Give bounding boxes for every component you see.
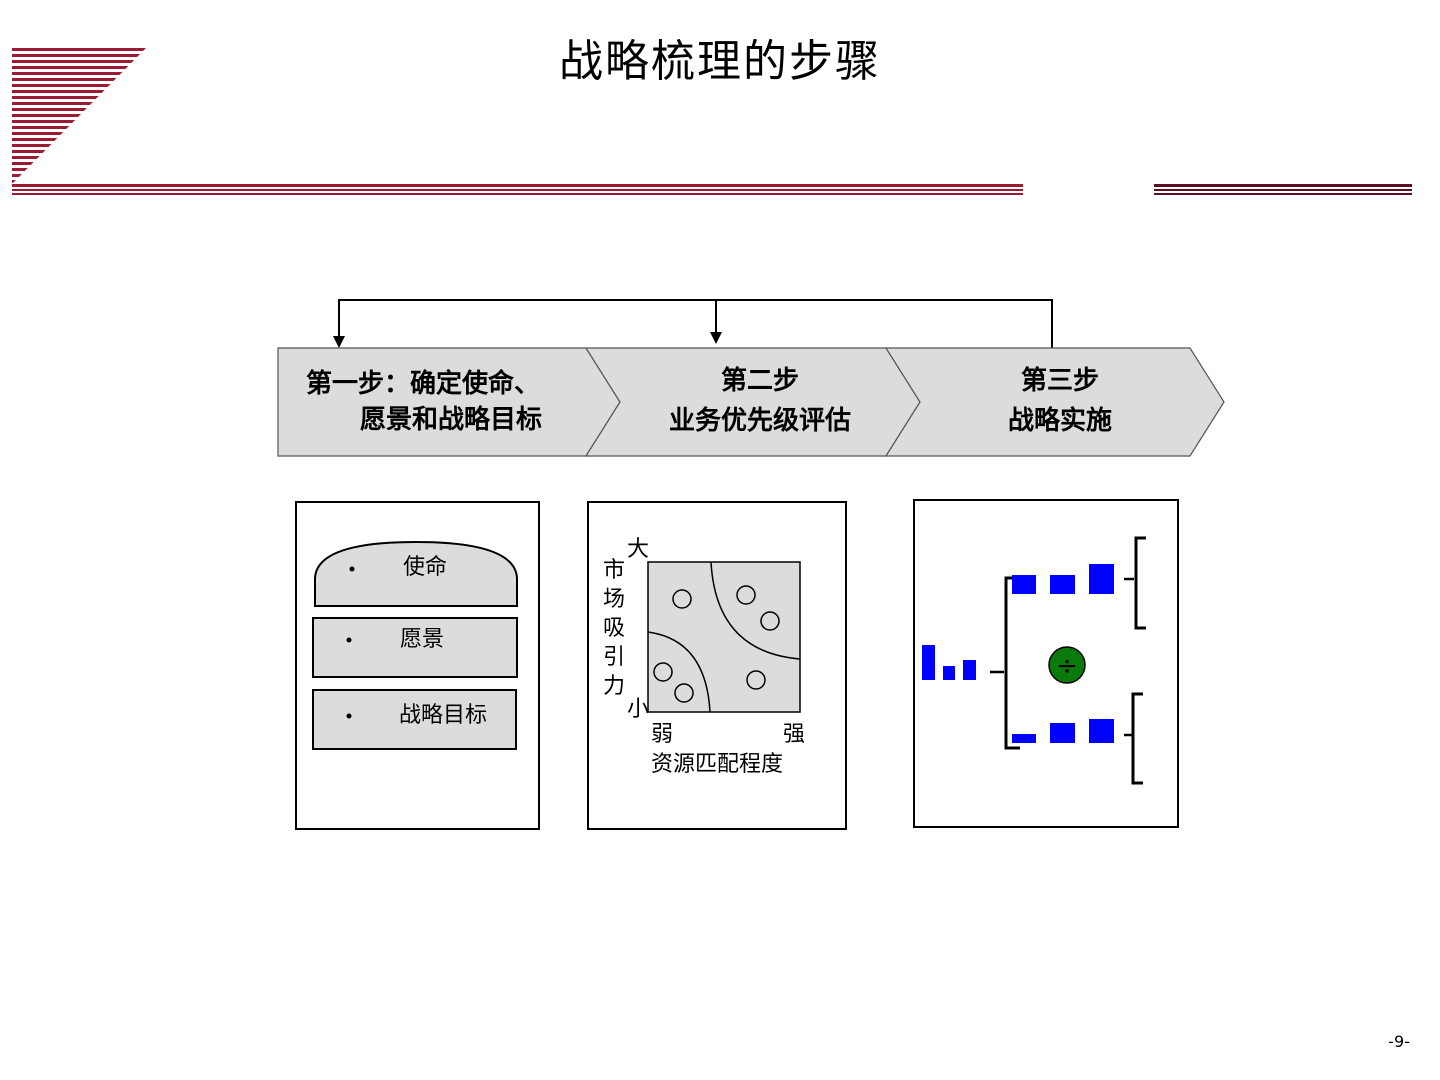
block xyxy=(1012,734,1036,743)
step-1-line1: 第一步：确定使命、 xyxy=(306,369,541,399)
x-axis-low-label: 弱 xyxy=(651,722,674,747)
y-axis-high-label: 大 xyxy=(627,537,650,562)
vision-box xyxy=(312,617,518,678)
step-1-label: 第一步：确定使命、 愿景和战略目标 xyxy=(296,366,586,438)
right-bracket-bottom xyxy=(1131,692,1143,785)
business-circle xyxy=(672,589,692,609)
feedback-loop xyxy=(338,299,1053,348)
right-bracket-top xyxy=(1134,536,1146,630)
bottom-blocks xyxy=(1012,719,1114,743)
y-axis-title-char: 场 xyxy=(603,587,626,612)
goals-box xyxy=(312,689,517,750)
step-3-label: 第三步 战略实施 xyxy=(920,363,1200,439)
y-axis-low-label: 小 xyxy=(627,697,650,722)
y-axis-title-char: 力 xyxy=(603,674,626,699)
page-number: -9- xyxy=(1388,1032,1410,1051)
bullet-icon xyxy=(346,713,352,719)
block xyxy=(1012,575,1036,594)
header-decoration xyxy=(12,48,1412,195)
step-1-line2: 愿景和战略目标 xyxy=(360,405,543,435)
vision-label: 愿景 xyxy=(400,627,445,652)
step-2-line1: 第二步 xyxy=(720,366,799,396)
business-circle xyxy=(760,611,780,631)
divide-icon xyxy=(1048,646,1086,684)
x-axis-high-label: 强 xyxy=(783,722,806,747)
y-axis-title-char: 市 xyxy=(603,558,626,583)
bar-tall xyxy=(922,645,935,680)
block xyxy=(1089,719,1114,743)
bullet-icon xyxy=(346,637,352,643)
panel-3-frame xyxy=(913,499,1179,828)
business-circle xyxy=(736,585,756,605)
mission-box xyxy=(314,540,518,607)
x-axis-title: 资源匹配程度 xyxy=(651,752,784,777)
block xyxy=(1089,564,1114,594)
bullet-icon xyxy=(349,566,355,572)
bar-short xyxy=(943,666,955,680)
business-circles xyxy=(653,585,780,703)
matrix-curve-top-right xyxy=(710,561,801,660)
arrow-head-step1 xyxy=(333,336,345,348)
block xyxy=(1050,723,1075,743)
business-circle xyxy=(653,662,673,682)
matrix-box xyxy=(647,561,801,713)
y-axis-title-char: 吸 xyxy=(603,616,626,641)
top-blocks xyxy=(1012,564,1114,594)
y-axis-title-char: 引 xyxy=(603,645,626,670)
block xyxy=(1050,575,1075,594)
page-title: 战略梳理的步骤 xyxy=(559,36,881,87)
goals-label: 战略目标 xyxy=(399,703,488,728)
source-bars xyxy=(922,645,976,680)
step-2-line2: 业务优先级评估 xyxy=(668,406,851,436)
step-2-label: 第二步 业务优先级评估 xyxy=(620,363,900,439)
chevron-step-3 xyxy=(884,347,1225,457)
header-rule-left xyxy=(12,184,1023,187)
process-flow xyxy=(277,299,1225,457)
step-3-line1: 第三步 xyxy=(1020,366,1099,396)
step-3-line2: 战略实施 xyxy=(1007,406,1112,436)
bar-mid xyxy=(963,660,976,680)
header-rule-right xyxy=(1154,184,1412,187)
divide-symbol: ÷ xyxy=(1056,651,1078,681)
business-circle xyxy=(746,670,766,690)
mission-label: 使命 xyxy=(403,555,448,580)
matrix-curve-bottom-left xyxy=(647,631,711,713)
business-circle xyxy=(674,683,694,703)
arrow-head-step2 xyxy=(710,332,722,344)
